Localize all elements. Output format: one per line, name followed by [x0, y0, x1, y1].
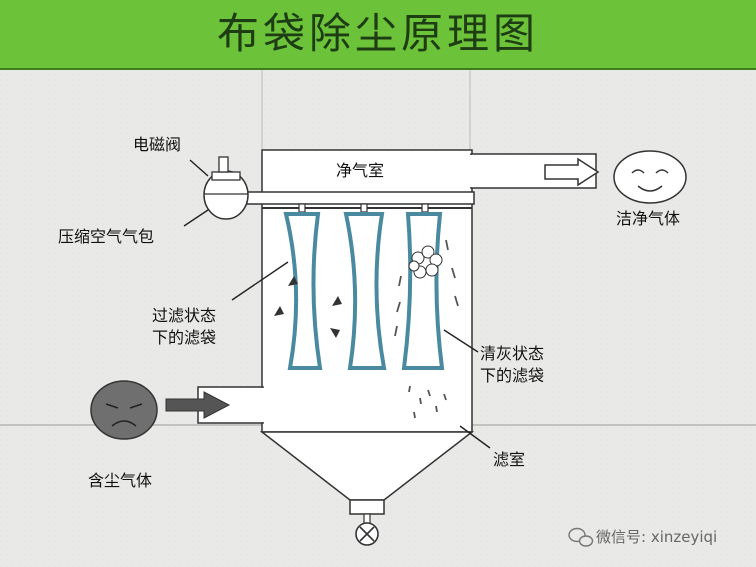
clean-air-chamber-label: 净气室	[336, 161, 385, 180]
falling-dust	[394, 239, 459, 419]
rotary-valve-icon	[355, 513, 379, 546]
title-bar: 布袋除尘原理图	[0, 0, 756, 70]
dusty-gas-label: 含尘气体	[88, 471, 153, 490]
solenoid-valve	[211, 156, 241, 181]
smiling-face-icon	[613, 150, 687, 204]
watermark-text: 微信号: xinzeyiqi	[596, 528, 718, 546]
hopper-outlet	[349, 499, 385, 515]
gas-flow-arrows	[274, 276, 342, 338]
filtering-bags	[283, 212, 387, 370]
filter-bag-2	[343, 212, 387, 370]
dust-cloud	[408, 245, 443, 279]
filter-chamber-label: 滤室	[493, 450, 526, 469]
blow-pipe	[237, 191, 475, 205]
solenoid-valve-label: 电磁阀	[133, 135, 182, 154]
filter-bag-1	[283, 212, 323, 370]
valve-leader-line	[189, 159, 209, 177]
wechat-icon	[568, 527, 594, 547]
filtering-bag-leader	[231, 261, 289, 301]
filter-chamber-leader	[459, 425, 491, 449]
tank-leader-line	[183, 209, 209, 227]
inlet-arrow	[165, 391, 231, 419]
outlet-arrow	[544, 157, 600, 187]
compressed-air-tank-label: 压缩空气气包	[58, 227, 155, 246]
cleaning-bag-leader	[443, 329, 479, 353]
filtering-bags-label-line1: 过滤状态	[152, 306, 217, 325]
diagram-title: 布袋除尘原理图	[216, 9, 539, 58]
clean-gas-label: 洁净气体	[616, 209, 681, 228]
cleaning-bags-label-line1: 清灰状态	[480, 344, 545, 363]
cleaning-bag	[401, 212, 445, 370]
sad-face-icon	[90, 380, 158, 440]
cleaning-bags-label-line2: 下的滤袋	[480, 366, 545, 385]
filtering-bags-label-line2: 下的滤袋	[152, 328, 217, 347]
